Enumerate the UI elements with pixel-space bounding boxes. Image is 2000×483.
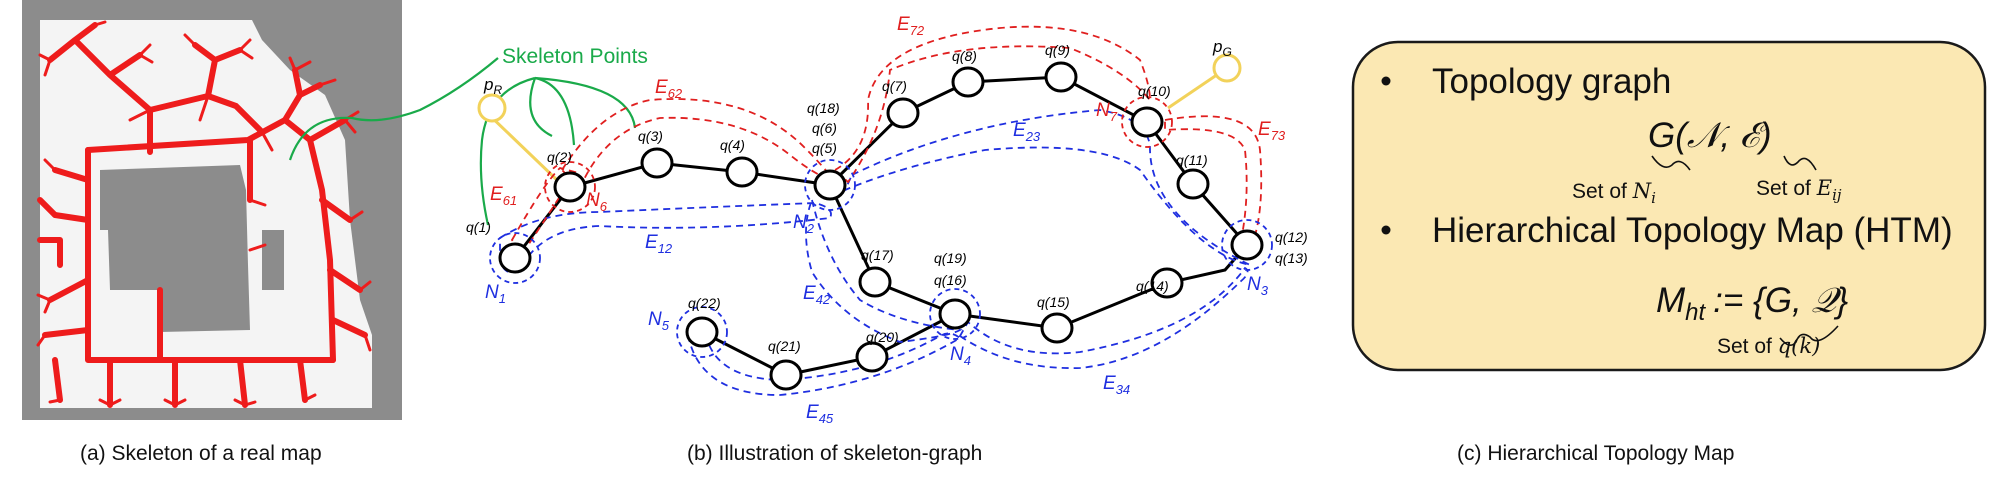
panel-a: Skeleton Points (a) Skeleton of a real m…	[22, 0, 648, 465]
region-e23	[843, 109, 1251, 266]
node-label-n7: N7	[1096, 100, 1118, 124]
htm-box	[1351, 40, 1987, 372]
q-label: q(20)	[866, 329, 899, 345]
q-label: q(19)	[934, 250, 967, 266]
node-label-n6: N6	[586, 190, 608, 214]
q-label: q(2)	[547, 149, 572, 165]
halo-n3	[1221, 219, 1273, 271]
edge-label-e12: E12	[645, 232, 673, 256]
region-e72	[833, 25, 1151, 184]
callout-line	[288, 57, 499, 161]
halo-n2	[804, 159, 856, 211]
edge-label-e45: E45	[806, 402, 834, 426]
panel-b: q(1) q(2) q(3) q(4) q(18) q(6) q(5) q(7)…	[466, 14, 1308, 465]
halo-n7	[1121, 96, 1173, 148]
q-label: q(12)	[1275, 229, 1308, 245]
halo-n1	[489, 232, 541, 284]
callout-text: Skeleton Points	[502, 45, 648, 68]
q-labels: q(1) q(2) q(3) q(4) q(18) q(6) q(5) q(7)…	[466, 42, 1308, 354]
halo-n4	[929, 288, 981, 340]
caption-b: (b) Illustration of skeleton-graph	[687, 442, 982, 465]
node-label-n5: N5	[648, 309, 670, 333]
edge-label-e42: E42	[803, 283, 831, 307]
graph-formula: G(𝒩, ℰ)	[1648, 116, 1772, 155]
brace-e	[1783, 155, 1817, 171]
caption-c: (c) Hierarchical Topology Map	[1457, 442, 1734, 465]
edge-label-e23: E23	[1013, 120, 1041, 144]
q-label: q(16)	[934, 272, 967, 288]
region-e34	[958, 266, 1249, 369]
edge-labels: E12 E23 E34 E42 E45 E61 E62 E72 E73	[490, 14, 1286, 426]
panel-c: Topology graph G(𝒩, ℰ) Set of Ni Set of …	[1351, 40, 1987, 465]
edge-label-e62: E62	[655, 77, 683, 101]
halo-n6	[544, 161, 596, 213]
edge-label-e61: E61	[490, 184, 517, 208]
graph-vertices	[498, 61, 1264, 391]
q-label: q(9)	[1045, 42, 1070, 58]
q-label: q(14)	[1136, 278, 1169, 294]
q-label: q(13)	[1275, 250, 1308, 266]
q-label: q(4)	[720, 137, 745, 153]
q-label: q(11)	[1176, 152, 1208, 168]
region-e62	[560, 98, 838, 190]
region-e45	[686, 328, 962, 396]
map-inner-block	[100, 165, 250, 332]
q-label: q(3)	[638, 128, 663, 144]
skeleton-branches	[36, 20, 372, 407]
region-e73	[1164, 115, 1263, 252]
q-label: q(1)	[466, 219, 491, 235]
set-of-e: Set of Eij	[1756, 176, 1842, 204]
node-labels: N1 N2 N3 N4 N5 N6 N7	[485, 100, 1269, 368]
bullet-dot	[1381, 76, 1391, 86]
q-label: q(21)	[768, 338, 801, 354]
set-of-n: Set of Ni	[1572, 179, 1656, 207]
goal-label: pG	[1212, 37, 1232, 59]
edge-label-e72: E72	[897, 14, 925, 38]
q-label: q(6)	[812, 120, 837, 136]
map-inner-room	[120, 170, 138, 192]
caption-a: (a) Skeleton of a real map	[80, 442, 322, 465]
q-label: q(17)	[861, 247, 894, 263]
region-e61	[510, 167, 577, 256]
q-label: q(8)	[952, 48, 977, 64]
node-label-n3: N3	[1247, 274, 1269, 298]
node-label-n4: N4	[950, 344, 971, 368]
q-label: q(5)	[812, 140, 837, 156]
map-inner-room	[262, 230, 284, 290]
node-label-n2: N2	[793, 212, 815, 236]
start-label: pR	[483, 75, 502, 97]
brace-n	[1651, 155, 1691, 171]
edge-label-e34: E34	[1103, 373, 1130, 397]
bullet-htm: Hierarchical Topology Map (HTM)	[1432, 211, 1953, 250]
node-label-n1: N1	[485, 282, 506, 306]
callout-branches	[479, 76, 637, 226]
q-label: q(10)	[1138, 83, 1171, 99]
q-label: q(7)	[882, 78, 907, 94]
edge-label-e73: E73	[1258, 119, 1286, 143]
htm-formula: Mht:= {G, 𝒬}	[1656, 281, 1849, 326]
region-e42	[805, 197, 963, 343]
halo-n5	[676, 306, 728, 358]
bullet-topology-graph: Topology graph	[1432, 62, 1671, 101]
q-label: q(15)	[1037, 294, 1070, 310]
brace-q	[1779, 325, 1839, 346]
start-pin	[477, 93, 559, 182]
q-label: q(22)	[688, 295, 721, 311]
q-label: q(18)	[807, 100, 840, 116]
node-halos	[489, 96, 1273, 358]
skeleton	[37, 22, 368, 408]
set-of-q: Set of q(k)	[1717, 334, 1820, 358]
goal-pin	[1167, 53, 1242, 110]
bullet-dot	[1381, 225, 1391, 235]
